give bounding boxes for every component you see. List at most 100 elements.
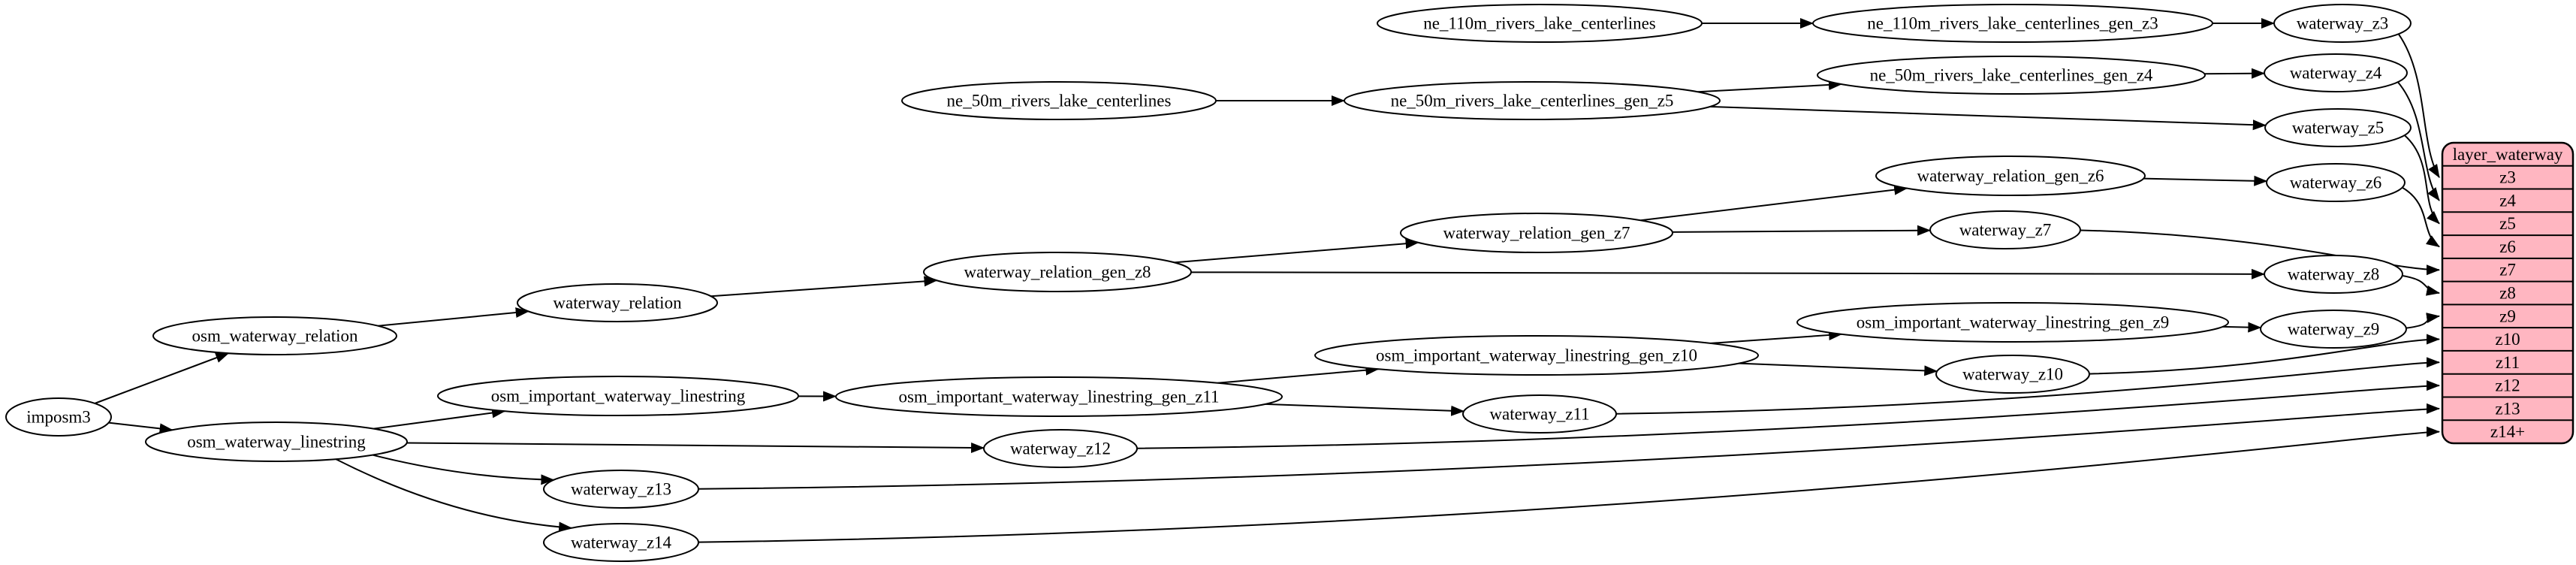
node-shape-osm-important-waterway-linestring-gen-z10 — [1314, 335, 1759, 376]
node-label-ne-50m-rivers-lake-centerlines-gen-z5: ne_50m_rivers_lake_centerlines_gen_z5 — [1391, 92, 1674, 110]
edge-osm-waterway-linestring-to-waterway-z14 — [335, 458, 573, 533]
table-row-z5: z5 — [2499, 214, 2516, 233]
edge-waterway-relation-gen-z8-to-waterway-relation-gen-z7 — [1174, 238, 1419, 264]
node-waterway-z6: waterway_z6 — [2266, 163, 2406, 202]
node-label-osm-waterway-linestring: osm_waterway_linestring — [187, 433, 366, 452]
edge-waterway-relation-gen-z7-to-waterway-relation-gen-z6 — [1640, 184, 1908, 222]
node-ne-50m-rivers-lake-centerlines-gen-z5: ne_50m_rivers_lake_centerlines_gen_z5 — [1344, 81, 1721, 120]
node-label-ne-50m-rivers-lake-centerlines-gen-z4: ne_50m_rivers_lake_centerlines_gen_z4 — [1870, 66, 2153, 85]
node-label-ne-110m-rivers-lake-centerlines: ne_110m_rivers_lake_centerlines — [1423, 14, 1656, 33]
node-label-waterway-z6: waterway_z6 — [2290, 174, 2382, 192]
node-label-ne-110m-rivers-lake-centerlines-gen-z3: ne_110m_rivers_lake_centerlines_gen_z3 — [1867, 14, 2158, 33]
node-label-ne-50m-rivers-lake-centerlines: ne_50m_rivers_lake_centerlines — [947, 92, 1172, 110]
node-osm-important-waterway-linestring-gen-z9: osm_important_waterway_linestring_gen_z9 — [1796, 302, 2229, 343]
edge-imposm3-to-osm-waterway-linestring — [108, 421, 173, 434]
node-waterway-z8: waterway_z8 — [2264, 255, 2403, 294]
table-header-layer-waterway: layer_waterway — [2453, 145, 2563, 164]
node-shape-waterway-relation-gen-z6 — [1875, 156, 2146, 196]
edge-osm-waterway-relation-to-waterway-relation — [378, 307, 529, 327]
node-label-osm-waterway-relation: osm_waterway_relation — [192, 327, 358, 346]
edge-waterway-z10-to-row-z10 — [2089, 334, 2440, 375]
node-shape-waterway-z8 — [2264, 255, 2403, 294]
node-label-osm-important-waterway-linestring-gen-z9: osm_important_waterway_linestring_gen_z9 — [1857, 313, 2169, 332]
edge-waterway-z12-to-row-z12 — [1136, 380, 2440, 449]
edge-waterway-relation-to-waterway-relation-gen-z8 — [710, 276, 938, 298]
node-waterway-z10: waterway_z10 — [1935, 355, 2090, 394]
node-ne-50m-rivers-lake-centerlines: ne_50m_rivers_lake_centerlines — [901, 81, 1217, 120]
node-waterway-z4: waterway_z4 — [2264, 53, 2408, 92]
edge-imposm3-to-osm-waterway-relation — [94, 352, 230, 404]
node-waterway-z3: waterway_z3 — [2273, 4, 2412, 43]
table-row-z6: z6 — [2499, 237, 2516, 256]
edge-waterway-z3-to-row-z3 — [2397, 33, 2440, 179]
edge-waterway-z6-to-row-z6 — [2402, 186, 2440, 248]
node-label-waterway-relation-gen-z6: waterway_relation_gen_z6 — [1917, 167, 2104, 186]
node-waterway-z11: waterway_z11 — [1462, 394, 1617, 434]
edge-waterway-z14-to-row-z14plus — [698, 426, 2440, 543]
node-ne-110m-rivers-lake-centerlines: ne_110m_rivers_lake_centerlines — [1377, 4, 1703, 43]
table-row-z8: z8 — [2499, 284, 2516, 303]
node-waterway-z5: waterway_z5 — [2264, 108, 2412, 147]
node-shape-ne-110m-rivers-lake-centerlines — [1377, 4, 1703, 43]
node-osm-waterway-linestring: osm_waterway_linestring — [145, 421, 408, 462]
node-shape-osm-important-waterway-linestring-gen-z11 — [835, 376, 1283, 417]
node-osm-waterway-relation: osm_waterway_relation — [152, 316, 397, 355]
node-waterway-z12: waterway_z12 — [983, 429, 1138, 468]
node-shape-waterway-z3 — [2273, 4, 2412, 43]
node-label-waterway-z7: waterway_z7 — [1959, 221, 2052, 240]
table-row-z14plus: z14+ — [2490, 422, 2525, 441]
node-waterway-relation-gen-z7: waterway_relation_gen_z7 — [1400, 213, 1673, 253]
edge-waterway-relation-gen-z8-to-waterway-z8 — [1190, 268, 2265, 279]
node-waterway-relation-gen-z8: waterway_relation_gen_z8 — [923, 252, 1192, 292]
edge-osm-waterway-linestring-to-waterway-z13 — [372, 454, 555, 485]
edge-osm-important-waterway-linestring-gen-z10-to-waterway-z10 — [1739, 362, 1938, 376]
node-label-waterway-z13: waterway_z13 — [571, 480, 671, 499]
node-shape-waterway-z7 — [1929, 210, 2081, 249]
node-label-waterway-z11: waterway_z11 — [1489, 405, 1589, 424]
edge-waterway-relation-gen-z7-to-waterway-z7 — [1672, 225, 1932, 236]
table-row-z12: z12 — [2495, 376, 2520, 395]
table-layer-waterway: layer_waterwayz3z4z5z6z7z8z9z10z11z12z13… — [2441, 141, 2574, 445]
node-shape-imposm3 — [5, 397, 112, 437]
node-shape-waterway-z10 — [1935, 355, 2090, 394]
node-osm-important-waterway-linestring-gen-z10: osm_important_waterway_linestring_gen_z1… — [1314, 335, 1759, 376]
node-label-waterway-z14: waterway_z14 — [571, 533, 672, 552]
node-label-waterway-z10: waterway_z10 — [1962, 365, 2063, 384]
node-label-osm-important-waterway-linestring-gen-z10: osm_important_waterway_linestring_gen_z1… — [1376, 346, 1697, 365]
node-waterway-z14: waterway_z14 — [543, 523, 699, 562]
edge-osm-important-waterway-linestring-gen-z9-to-waterway-z9 — [2222, 322, 2262, 333]
edge-osm-important-waterway-linestring-gen-z11-to-osm-important-waterway-linestring-gen-z10 — [1217, 364, 1380, 384]
edge-ne-50m-rivers-lake-centerlines-gen-z5-to-ne-50m-rivers-lake-centerlines-gen-z4 — [1697, 79, 1842, 93]
edge-waterway-z9-to-row-z9 — [2406, 313, 2440, 329]
node-shape-ne-50m-rivers-lake-centerlines — [901, 81, 1217, 120]
table-row-z7: z7 — [2499, 261, 2516, 279]
node-label-imposm3: imposm3 — [26, 408, 91, 427]
node-label-osm-important-waterway-linestring: osm_important_waterway_linestring — [491, 387, 746, 406]
node-shape-osm-waterway-relation — [152, 316, 397, 355]
node-label-waterway-relation-gen-z7: waterway_relation_gen_z7 — [1443, 224, 1630, 243]
node-waterway-z9: waterway_z9 — [2260, 310, 2407, 349]
node-ne-110m-rivers-lake-centerlines-gen-z3: ne_110m_rivers_lake_centerlines_gen_z3 — [1812, 4, 2213, 43]
node-waterway-relation-gen-z6: waterway_relation_gen_z6 — [1875, 156, 2146, 196]
edge-waterway-z4-to-row-z4 — [2397, 81, 2440, 201]
node-ne-50m-rivers-lake-centerlines-gen-z4: ne_50m_rivers_lake_centerlines_gen_z4 — [1817, 56, 2206, 95]
node-shape-waterway-z13 — [543, 470, 699, 509]
node-label-waterway-z4: waterway_z4 — [2290, 64, 2382, 83]
node-shape-waterway-relation-gen-z8 — [923, 252, 1192, 292]
node-label-waterway-relation-gen-z8: waterway_relation_gen_z8 — [964, 263, 1151, 282]
node-osm-important-waterway-linestring: osm_important_waterway_linestring — [437, 376, 799, 416]
node-shape-waterway-z12 — [983, 429, 1138, 468]
node-osm-important-waterway-linestring-gen-z11: osm_important_waterway_linestring_gen_z1… — [835, 376, 1283, 417]
node-shape-waterway-z5 — [2264, 108, 2412, 147]
node-label-waterway-z3: waterway_z3 — [2297, 14, 2389, 33]
table-row-z10: z10 — [2495, 330, 2520, 349]
table-row-z4: z4 — [2499, 191, 2516, 210]
edge-osm-important-waterway-linestring-gen-z11-to-waterway-z11 — [1265, 403, 1465, 416]
edge-waterway-z7-to-row-z7 — [2080, 229, 2440, 276]
edge-osm-waterway-linestring-to-waterway-z12 — [406, 442, 985, 453]
edge-waterway-relation-gen-z6-to-waterway-z6 — [2143, 175, 2268, 186]
edge-ne-50m-rivers-lake-centerlines-gen-z5-to-waterway-z5 — [1709, 105, 2267, 131]
node-waterway-z7: waterway_z7 — [1929, 210, 2081, 249]
node-shape-ne-50m-rivers-lake-centerlines-gen-z5 — [1344, 81, 1721, 120]
edges-layer — [94, 18, 2440, 543]
